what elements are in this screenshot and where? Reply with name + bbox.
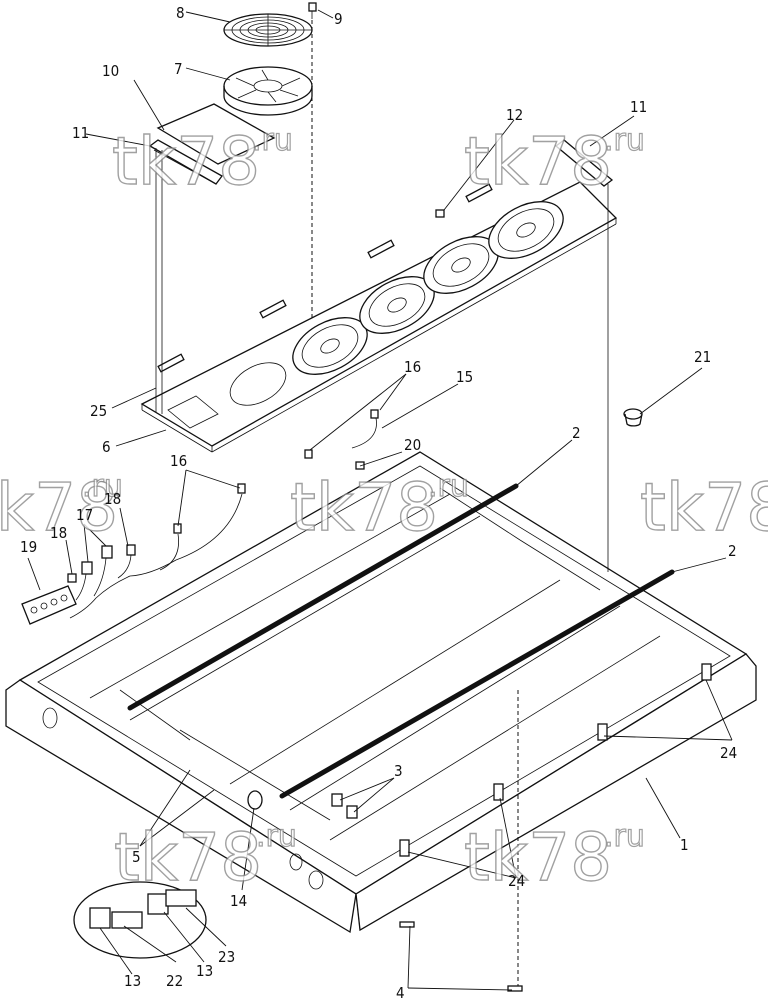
callout-15: 15 [456,368,473,386]
fan-array [292,201,564,375]
panel-clips [157,183,493,373]
callout-9: 9 [334,10,343,28]
callout-3: 3 [394,762,403,780]
bracket-right [554,139,614,187]
connectors-top [304,409,379,470]
callout-11-right: 11 [630,98,647,116]
wiring-harness [67,483,246,619]
callout-10: 10 [102,62,119,80]
callout-24-right: 24 [720,744,737,762]
callout-13-left: 13 [124,972,141,990]
seal-strips [127,483,675,799]
callout-12: 12 [506,106,523,124]
watermark-6-suffix: .ru [256,819,297,854]
callout-22: 22 [166,972,183,990]
callout-7: 7 [174,60,183,78]
grommet [623,408,643,427]
callout-18-lower: 18 [50,524,67,542]
hinges [399,663,712,857]
callout-16-top: 16 [404,358,421,376]
callout-17: 17 [76,506,93,524]
watermark-1: tk78 [112,123,260,200]
callout-4: 4 [396,984,405,1000]
switch-plate [21,585,77,625]
bracket-left [148,139,223,185]
callout-13-right: 13 [196,962,213,980]
panel-fan-4 [488,201,564,259]
watermark-3-suffix: .ru [82,469,123,504]
callout-2-upper: 2 [572,424,581,442]
callout-labels: 8 9 10 7 11 12 11 21 16 15 25 6 20 2 16 … [20,4,737,1000]
fan-motor [223,66,313,116]
fan-mount-plate [156,103,276,165]
callout-24-center: 24 [508,872,525,890]
callout-21: 21 [694,348,711,366]
callout-16-left: 16 [170,452,187,470]
grommet-small [247,790,263,810]
callout-1: 1 [680,836,689,854]
callout-5: 5 [132,848,141,866]
watermark-7: tk78 [464,819,612,896]
callout-2-lower: 2 [728,542,737,560]
callout-20: 20 [404,436,421,454]
screw [308,2,317,19]
watermark-4-suffix: .ru [428,469,469,504]
watermark-2-suffix: .ru [604,123,645,158]
callout-25: 25 [90,402,107,420]
watermark-5: tk78 [640,469,768,546]
fan-guard [223,13,313,47]
callout-14: 14 [230,892,247,910]
terminal-detail [73,881,207,959]
bottom-clips [399,921,523,992]
watermark-1-suffix: .ru [252,123,293,158]
callout-18-upper: 18 [104,490,121,508]
watermark-3: tk78 [0,469,118,546]
callout-23: 23 [218,948,235,966]
callout-6: 6 [102,438,111,456]
watermark-2: tk78 [464,123,612,200]
panel-fan-1 [292,317,368,375]
watermark-6: tk78 [114,819,262,896]
clip [435,209,445,218]
watermark-7-suffix: .ru [604,819,645,854]
callout-19: 19 [20,538,37,556]
callout-8: 8 [176,4,185,22]
main-housing [5,451,757,934]
callout-11-left: 11 [72,124,89,142]
watermark-4: tk78 [290,469,438,546]
clips [331,793,358,819]
watermarks: tk78 .ru tk78 .ru tk78 .ru tk78 .ru tk78… [0,122,768,896]
support-rods [155,148,609,572]
leader-lines [27,9,733,991]
